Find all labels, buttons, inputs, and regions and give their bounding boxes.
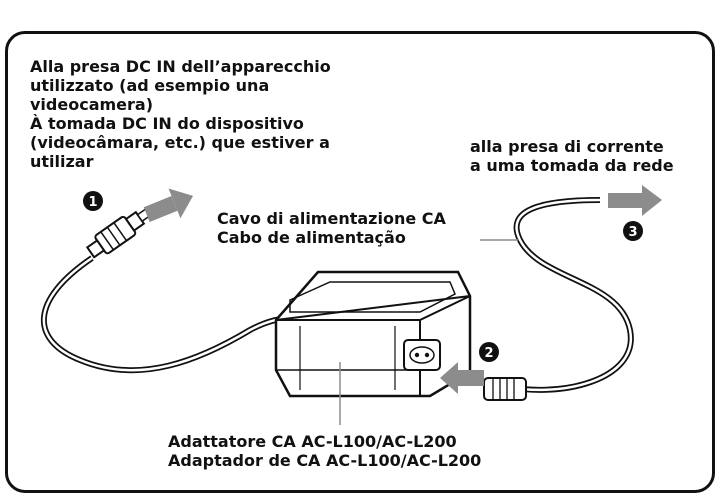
device-label-it-3: videocamera) (30, 95, 154, 114)
step-badge-2: 2 (479, 342, 499, 362)
device-label-pt-2: (videocâmara, etc.) que estiver a (30, 133, 330, 152)
svg-text:1: 1 (88, 195, 97, 210)
step-badge-3: 3 (623, 221, 643, 241)
svg-text:3: 3 (628, 225, 637, 240)
arrow-1 (143, 188, 194, 223)
ac-plug (483, 377, 527, 401)
outlet-label-pt: a uma tomada da rede (470, 156, 674, 175)
device-label-it-1: Alla presa DC IN dell’apparecchio (30, 57, 331, 76)
device-label-pt-3: utilizar (30, 152, 94, 171)
cord-label-pt: Cabo de alimentação (217, 228, 406, 247)
device-label-it-2: utilizzato (ad esempio una (30, 76, 270, 95)
arrow-2 (440, 362, 484, 394)
ac-cable (497, 197, 634, 393)
device-connection-label: Alla presa DC IN dell’apparecchio utiliz… (30, 57, 331, 171)
ac-adaptor (274, 270, 472, 398)
adaptor-label-it: Adattatore CA AC-L100/AC-L200 (168, 432, 457, 451)
diagram-frame (5, 31, 715, 493)
arrow-3 (608, 185, 662, 216)
dc-plug (85, 207, 152, 259)
outlet-label: alla presa di corrente a uma tomada da r… (470, 137, 674, 175)
step-badge-1: 1 (83, 191, 103, 211)
cord-label-it: Cavo di alimentazione CA (217, 209, 446, 228)
device-label-pt-1: À tomada DC IN do dispositivo (30, 114, 304, 133)
adaptor-label: Adattatore CA AC-L100/AC-L200 Adaptador … (168, 432, 481, 470)
adaptor-label-pt: Adaptador de CA AC-L100/AC-L200 (168, 451, 482, 470)
svg-text:2: 2 (484, 346, 493, 361)
power-cord-label: Cavo di alimentazione CA Cabo de aliment… (217, 209, 446, 247)
outlet-label-it: alla presa di corrente (470, 137, 664, 156)
dc-cable (40, 255, 293, 374)
